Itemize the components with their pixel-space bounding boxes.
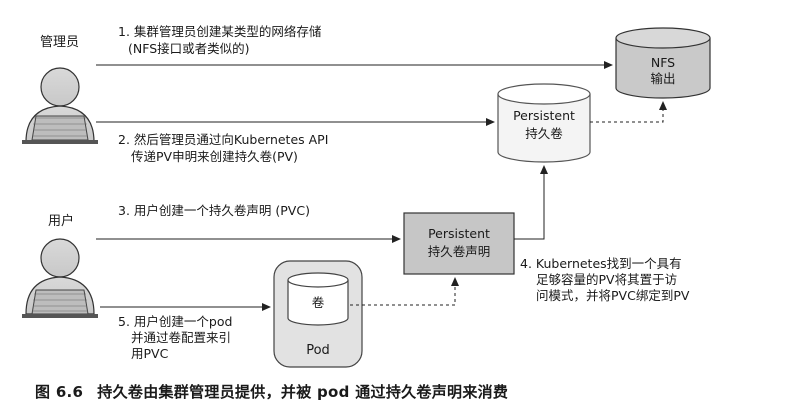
dashed-arrow-pv-to-nfs [590, 101, 667, 123]
user-label: 用户 [48, 214, 75, 229]
step5-line1: 5. 用户创建一个pod [118, 314, 233, 329]
figure-caption: 图 6.6 持久卷由集群管理员提供，并被 pod 通过持久卷声明来消费 [35, 381, 508, 402]
figure-caption-text: 持久卷由集群管理员提供，并被 pod 通过持久卷声明来消费 [97, 383, 509, 401]
nfs-label-line1: NFS [651, 55, 675, 70]
step4-line1: 4. Kubernetes找到一个具有 [520, 256, 682, 271]
nfs-label-line2: 输出 [650, 71, 675, 86]
step5-line2: 并通过卷配置来引 [131, 330, 232, 345]
step2-line2: 传递PV申明来创建持久卷(PV) [131, 149, 298, 164]
pod-node: 卷 Pod [273, 260, 363, 368]
pv-label-line2: 持久卷 [525, 126, 563, 141]
step3-line1: 3. 用户创建一个持久卷声明 (PVC) [118, 203, 310, 218]
step4-line3: 问模式，并将PVC绑定到PV [536, 288, 690, 303]
step5-line3: 用PVC [131, 346, 169, 361]
pod-label: Pod [306, 343, 330, 358]
pod-volume-label: 卷 [312, 295, 325, 310]
step2-line1: 2. 然后管理员通过向Kubernetes API [118, 132, 329, 147]
user-person-icon [22, 238, 98, 318]
step1-line1: 1. 集群管理员创建某类型的网络存储 [118, 24, 322, 39]
admin-label: 管理员 [40, 35, 80, 50]
admin-person-icon [22, 67, 98, 144]
persistent-volume-node: Persistent 持久卷 [497, 83, 591, 163]
pv-label-line1: Persistent [513, 108, 575, 123]
step4-line2: 足够容量的PV将其置于访 [536, 272, 678, 287]
pvc-label-line2: 持久卷声明 [428, 244, 491, 259]
step1-line2: (NFS接口或者类似的) [128, 41, 250, 56]
arrow-pvc-to-pv [514, 165, 548, 240]
persistent-volume-claim-node: Persistent 持久卷声明 [403, 212, 515, 275]
dashed-arrow-pod-to-pvc [350, 277, 459, 306]
nfs-storage-node: NFS 输出 [615, 27, 711, 99]
pvc-label-line1: Persistent [428, 226, 490, 241]
figure-number: 图 6.6 [35, 383, 84, 401]
